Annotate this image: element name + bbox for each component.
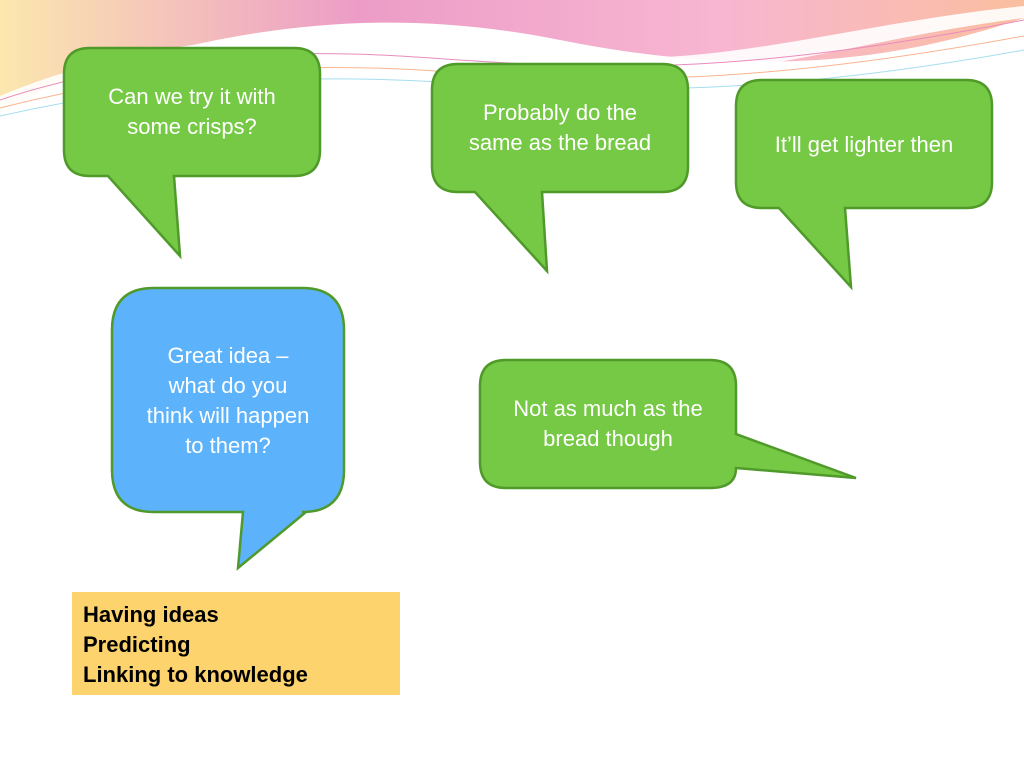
speech-bubble-great-idea <box>110 286 346 571</box>
speech-bubble-crisps <box>62 46 322 260</box>
speech-bubble-same-as-bread-text: Probably do the same as the bread <box>468 100 652 155</box>
skill-having-ideas: Having ideas <box>83 602 219 627</box>
speech-bubble-not-as-much-shape <box>478 358 857 490</box>
skills-box: Having ideas Predicting Linking to knowl… <box>72 592 400 695</box>
speech-bubble-great-idea-text: Great idea – what do you think will happ… <box>146 343 310 458</box>
skill-linking-to-knowledge: Linking to knowledge <box>83 662 308 687</box>
wave-top-band <box>0 0 1024 110</box>
speech-bubble-lighter-shape <box>734 78 994 291</box>
speech-bubble-same-as-bread-shape <box>430 62 690 275</box>
wave-white-swoosh <box>0 6 1024 112</box>
speech-bubble-not-as-much <box>478 358 857 490</box>
speech-bubble-lighter-text: It’ll get lighter then <box>774 132 954 157</box>
speech-bubble-crisps-text: Can we try it with some crisps? <box>108 84 276 139</box>
speech-bubble-not-as-much-text: Not as much as the bread though <box>513 396 703 451</box>
speech-bubble-lighter <box>734 78 994 291</box>
speech-bubble-same-as-bread <box>430 62 690 275</box>
skill-predicting: Predicting <box>83 632 191 657</box>
speech-bubble-crisps-shape <box>62 46 322 260</box>
speech-bubble-great-idea-shape <box>110 286 346 571</box>
